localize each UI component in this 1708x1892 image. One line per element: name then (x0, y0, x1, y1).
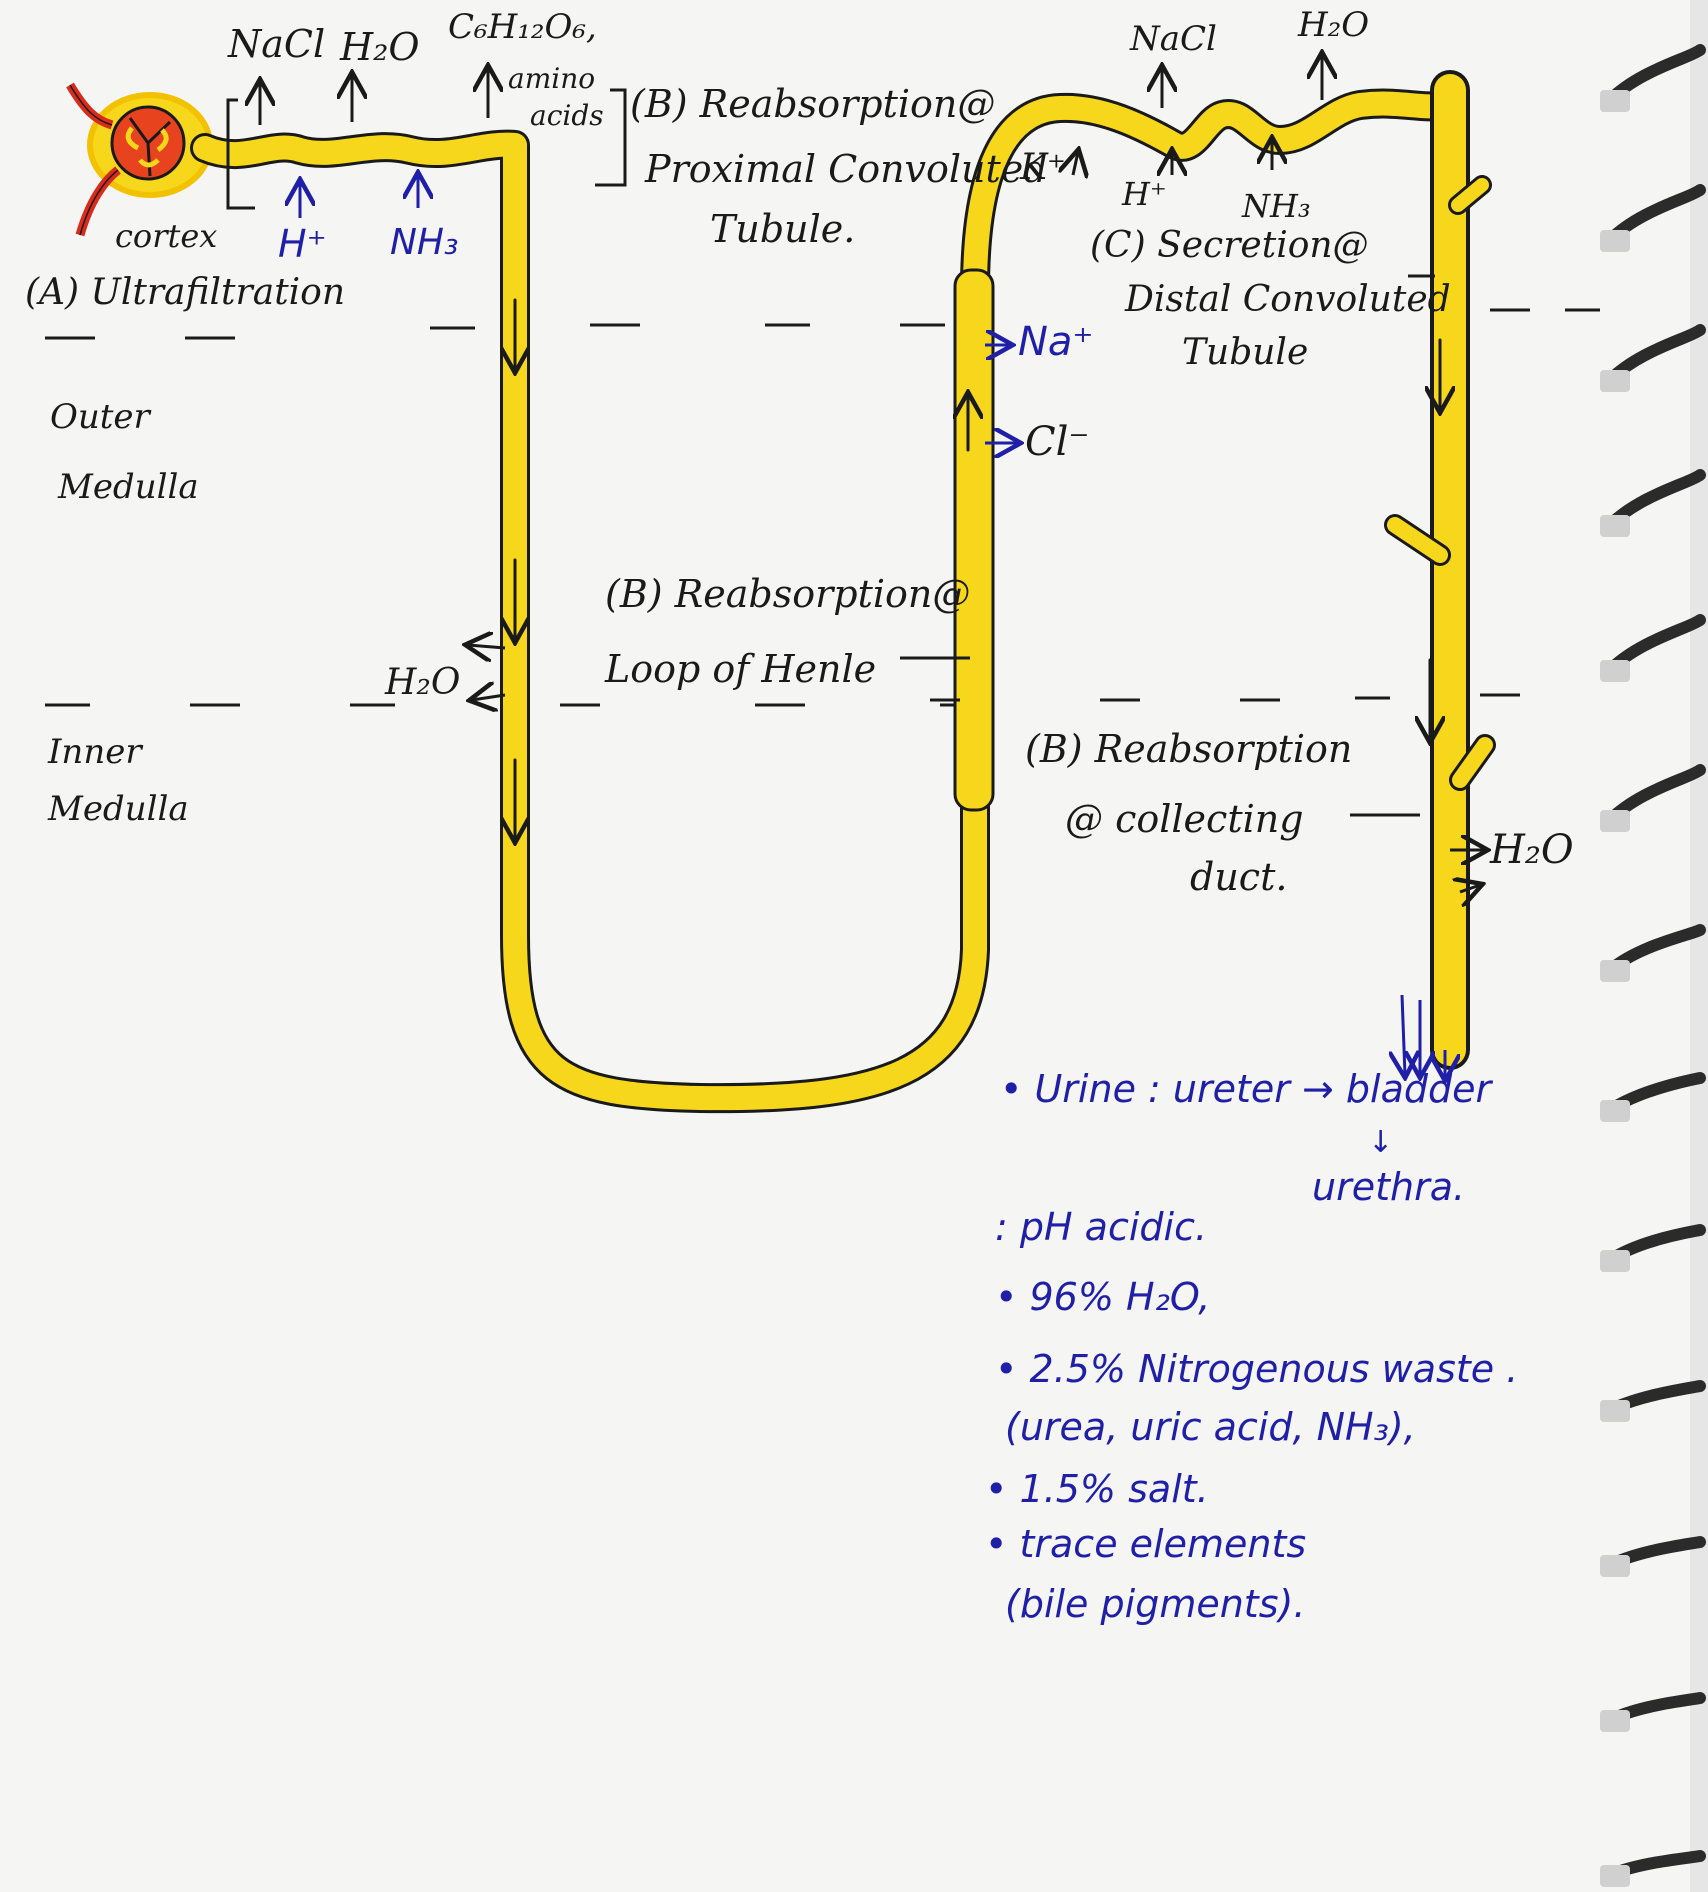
inner-medulla-label-2: Medulla (48, 789, 189, 829)
pct-in-hydrogen: H⁺ (278, 222, 327, 266)
dct-in-potassium: K⁺ (1020, 147, 1066, 188)
cortex-label: cortex (115, 217, 218, 255)
pct-out-amino: amino (508, 62, 596, 95)
dct-stage-line-2: Distal Convoluted (1125, 279, 1451, 320)
note-salt: • 1.5% salt. (985, 1467, 1209, 1511)
loop-arrows (468, 274, 1435, 817)
dct-out-nacl: NaCl (1130, 19, 1217, 59)
dct-arrows (1073, 55, 1322, 175)
cortex-medulla-boundary (45, 308, 1600, 340)
duct-arrows (1402, 850, 1485, 1078)
note-water-percent: • 96% H₂O, (995, 1275, 1211, 1319)
outer-inner-medulla-boundary (45, 693, 1520, 707)
loop-stage-line-1: (B) Reabsorption@ (605, 572, 971, 616)
loop-stage-line-2: Loop of Henle (605, 647, 877, 691)
duct-stage-line-1: (B) Reabsorption (1025, 727, 1353, 771)
note-nitrogenous-waste: • 2.5% Nitrogenous waste . (995, 1347, 1519, 1391)
dct-in-hydrogen: H⁺ (1122, 175, 1167, 213)
inner-medulla-label-1: Inner (48, 732, 142, 772)
pct-stage-line-2: Proximal Convoluted (645, 147, 1048, 191)
note-trace-elements: • trace elements (985, 1522, 1307, 1566)
note-ph: : pH acidic. (995, 1205, 1208, 1249)
ultrafiltration-label: (A) Ultrafiltration (25, 272, 346, 313)
pct-out-acids: acids (530, 99, 604, 132)
pct-out-water: H₂O (340, 25, 420, 69)
duct-stage-line-2: @ collecting (1065, 797, 1304, 841)
dct-in-ammonia: NH₃ (1242, 187, 1311, 225)
dct-stage-line-1: (C) Secretion@ (1090, 225, 1369, 266)
note-bile-pigments: (bile pigments). (1005, 1582, 1306, 1626)
note-urethra: urethra. (1312, 1165, 1466, 1209)
note-waste-examples: (urea, uric acid, NH₃), (1005, 1405, 1416, 1449)
outer-medulla-label-2: Medulla (58, 467, 199, 507)
loop-out-chloride: Cl⁻ (1025, 419, 1090, 465)
pct-arrows (226, 68, 627, 218)
dct-stage-line-3: Tubule (1182, 332, 1309, 373)
pct-stage-line-1: (B) Reabsorption@ (630, 82, 996, 126)
pct-out-nacl: NaCl (228, 22, 326, 66)
duct-stage-line-3: duct. (1190, 855, 1288, 899)
loop-out-water: H₂O (385, 662, 461, 703)
pct-in-ammonia: NH₃ (390, 222, 459, 263)
note-urine-arrow: ↓ (1368, 1125, 1394, 1160)
dct-out-water: H₂O (1298, 5, 1370, 45)
pct-stage-line-3: Tubule. (710, 207, 856, 251)
glomerulus-icon (66, 82, 213, 237)
duct-out-water: H₂O (1490, 827, 1574, 873)
note-urine-path: • Urine : ureter → bladder (1000, 1067, 1492, 1111)
pct-out-glucose: C₆H₁₂O₆, (448, 7, 597, 47)
outer-medulla-label-1: Outer (50, 397, 150, 437)
loop-out-sodium: Na⁺ (1018, 319, 1094, 365)
spiral-binding-icon (1600, 0, 1708, 1892)
